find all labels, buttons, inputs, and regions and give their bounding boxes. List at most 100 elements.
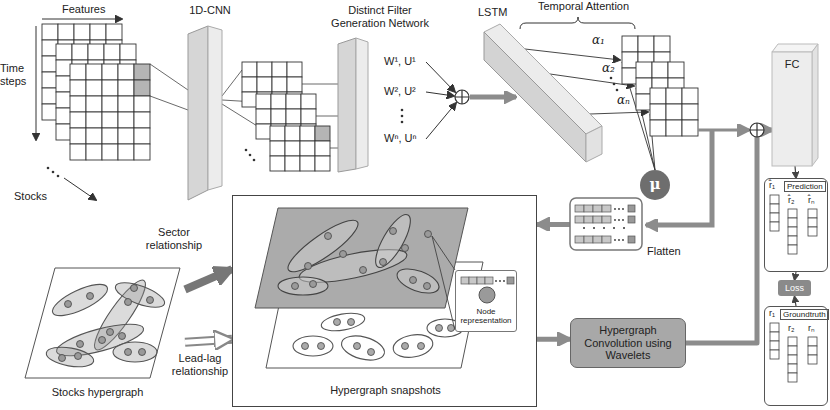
feature-grid <box>70 128 86 144</box>
ellipsis-dot <box>618 239 620 241</box>
groundtruth-panel-text: rₙ <box>808 323 815 333</box>
feature-grid <box>102 96 118 112</box>
prediction-panel-shape <box>765 179 829 273</box>
feature-grid <box>636 62 684 110</box>
prediction-panel-text: r̂ₙ <box>808 195 815 205</box>
annotation-label: α₂ <box>602 62 615 76</box>
stock-node <box>402 343 409 350</box>
feature-grid <box>300 126 315 141</box>
annotation-label: W¹, U¹ <box>384 55 416 68</box>
ellipsis-dot <box>401 115 404 118</box>
node-circle <box>479 287 495 303</box>
connector-line <box>185 339 232 342</box>
value-cell <box>770 222 779 231</box>
stock-node <box>310 281 317 288</box>
groundtruth-panel-shape <box>765 307 829 407</box>
ellipsis-dot <box>622 208 624 210</box>
flow-arrow <box>470 95 516 100</box>
value-cell <box>770 332 779 341</box>
value-cell <box>808 346 817 355</box>
fc-layer: FC <box>772 44 818 166</box>
vector-cell <box>628 205 635 212</box>
feature-grid <box>650 88 698 136</box>
layer-slab <box>812 44 818 166</box>
feature-grid <box>106 24 122 40</box>
stock-node <box>410 277 417 284</box>
loss-box-text: Loss <box>785 283 804 293</box>
vector-cell <box>477 277 485 284</box>
ellipsis-dot <box>401 121 404 124</box>
ellipsis-dot <box>614 219 616 221</box>
vector-cell <box>593 216 602 223</box>
leader-line <box>150 64 188 90</box>
feature-grid <box>272 77 287 92</box>
wavelet-convolution-text: Hypergraph Convolution using Wavelets <box>577 324 679 362</box>
ellipsis-dot <box>593 227 595 229</box>
value-cell <box>808 355 817 364</box>
attention-line <box>525 49 620 60</box>
cnn-layer: 1D-CNN <box>182 4 238 204</box>
value-cell <box>808 218 817 227</box>
hyperedge <box>278 277 328 295</box>
connector-line <box>795 166 796 178</box>
cnn-layer-text: 1D-CNN <box>182 4 238 17</box>
feature-grid <box>650 120 666 136</box>
feature-grid <box>134 64 150 80</box>
feature-grid <box>134 80 150 96</box>
axis-arrow <box>36 26 37 140</box>
feature-grid <box>70 64 150 160</box>
vector-cell <box>602 236 611 243</box>
callout-line <box>432 236 455 330</box>
weight-arrow <box>426 103 456 139</box>
mu-circle: μ <box>640 170 670 200</box>
value-cell <box>788 373 797 382</box>
ellipsis-dot <box>622 219 624 221</box>
flatten-block: Flatten <box>570 198 690 264</box>
node-representation-text: Node representation <box>458 307 514 325</box>
feature-grid <box>638 36 654 52</box>
ellipsis-dot <box>623 227 625 229</box>
connector-line <box>795 296 796 306</box>
fc-layer-text: FC <box>772 58 812 71</box>
connector-line <box>795 272 796 280</box>
leader-line <box>330 148 338 149</box>
prediction-panel: Predictionr̂₁r̂₂r̂ₙ <box>764 178 828 272</box>
feature-grid <box>668 62 684 78</box>
feature-grid <box>242 77 257 92</box>
hypergraph-plane <box>25 268 180 378</box>
feature-grid <box>622 36 670 84</box>
concat-symbol <box>750 123 764 137</box>
ellipsis-dot <box>245 149 248 152</box>
feature-grid <box>118 96 134 112</box>
value-cell <box>770 204 779 213</box>
ellipsis-dot <box>495 280 497 282</box>
feature-grid <box>301 109 316 124</box>
feature-grid <box>86 128 102 144</box>
feature-grid <box>86 80 102 96</box>
value-cell <box>788 346 797 355</box>
mu-circle-text: μ <box>650 176 661 193</box>
value-cell <box>770 195 779 204</box>
hyperedge <box>391 332 434 361</box>
feature-grid <box>118 64 134 80</box>
ellipsis-dot <box>57 175 60 178</box>
connector <box>537 339 570 340</box>
flow-arrow <box>698 129 749 132</box>
ellipsis-dot <box>253 159 256 162</box>
feature-grid <box>315 141 330 156</box>
node-representation: Node representation <box>455 270 517 332</box>
flatten-block-text: Flatten <box>647 245 681 258</box>
feature-grid <box>285 156 300 171</box>
feature-grid <box>58 24 74 40</box>
connector <box>795 296 796 306</box>
value-cell <box>788 227 797 236</box>
concat-symbol <box>455 90 469 104</box>
feature-grid <box>88 44 104 60</box>
vector-cell <box>584 205 593 212</box>
stock-node <box>368 349 375 356</box>
feature-grid <box>682 104 698 120</box>
vector-cell <box>507 277 514 284</box>
hyperedge <box>320 310 366 333</box>
feature-grid <box>86 112 102 128</box>
annotation-label: Features <box>62 3 105 16</box>
